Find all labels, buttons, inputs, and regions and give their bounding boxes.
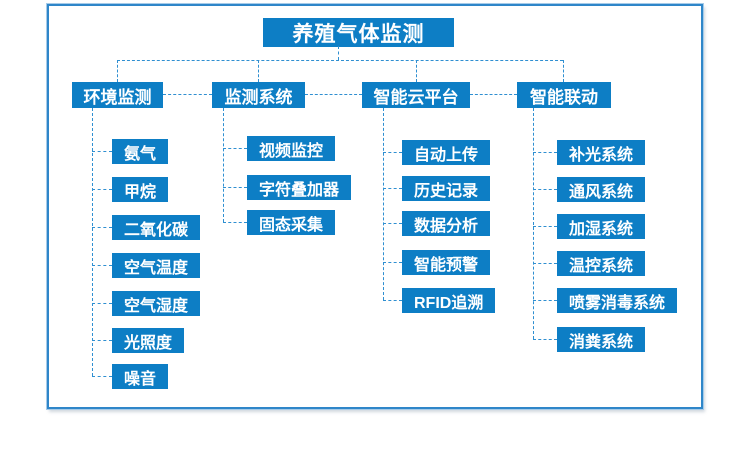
node-rfid-trace: RFID追溯: [402, 288, 496, 313]
connector-branch-drop: [416, 60, 417, 82]
branch-smart-linkage: 智能联动: [517, 82, 611, 108]
node-illuminance: 光照度: [112, 328, 185, 353]
node-auto-upload: 自动上传: [402, 140, 491, 165]
connector-stub: [383, 188, 402, 189]
connector-stub: [92, 376, 112, 377]
connector-stub: [533, 152, 557, 153]
node-methane: 甲烷: [112, 177, 169, 202]
connector-trunk-col3: [383, 108, 384, 300]
connector-stub: [92, 189, 112, 190]
node-history-records: 历史记录: [402, 176, 491, 201]
node-solid-state-collection: 固态采集: [247, 210, 336, 235]
branch-monitoring-system: 监测系统: [212, 82, 305, 108]
node-ammonia: 氨气: [112, 139, 169, 164]
connector-branch-drop: [117, 60, 118, 82]
connector-trunk-col1: [92, 108, 93, 376]
connector-stub: [92, 227, 112, 228]
connector-stub: [383, 223, 402, 224]
node-noise: 噪音: [112, 364, 169, 389]
connector-stub: [92, 265, 112, 266]
connector-trunk-col2: [223, 108, 224, 222]
node-video-surveillance: 视频监控: [247, 136, 336, 161]
connector-stub: [223, 148, 247, 149]
node-temp-control-system: 温控系统: [557, 251, 646, 276]
node-air-humidity: 空气湿度: [112, 291, 201, 316]
node-humidification-system: 加湿系统: [557, 214, 646, 239]
connector-stub: [533, 339, 557, 340]
connector-branch-bus: [117, 60, 563, 61]
connector-stub: [533, 226, 557, 227]
connector-trunk-col4: [533, 108, 534, 339]
connector-stub: [533, 300, 557, 301]
branch-cloud-platform: 智能云平台: [362, 82, 470, 108]
connector-stub: [383, 300, 402, 301]
connector-branch-drop: [258, 60, 259, 82]
connector-stub: [533, 189, 557, 190]
connector-stub: [223, 222, 247, 223]
connector-stub: [92, 340, 112, 341]
node-air-temperature: 空气温度: [112, 253, 201, 278]
connector-stub: [383, 152, 402, 153]
branch-env-monitoring: 环境监测: [72, 82, 163, 108]
connector-title-drop: [338, 46, 339, 60]
connector-branch-link: [305, 94, 362, 95]
connector-stub: [223, 187, 247, 188]
node-ventilation-system: 通风系统: [557, 177, 646, 202]
connector-branch-drop: [563, 60, 564, 82]
connector-stub: [383, 262, 402, 263]
connector-branch-link: [470, 94, 517, 95]
connector-stub: [92, 303, 112, 304]
diagram-title: 养殖气体监测: [263, 18, 454, 47]
node-fill-light-system: 补光系统: [557, 140, 646, 165]
node-manure-removal-system: 消粪系统: [557, 327, 646, 352]
node-spray-disinfection-system: 喷雾消毒系统: [557, 288, 678, 313]
node-character-overlay: 字符叠加器: [247, 175, 352, 200]
node-smart-alert: 智能预警: [402, 250, 491, 275]
node-data-analysis: 数据分析: [402, 211, 491, 236]
connector-stub: [92, 151, 112, 152]
diagram-border-frame: [46, 3, 704, 410]
node-co2: 二氧化碳: [112, 215, 201, 240]
connector-branch-link: [163, 94, 212, 95]
connector-stub: [533, 263, 557, 264]
